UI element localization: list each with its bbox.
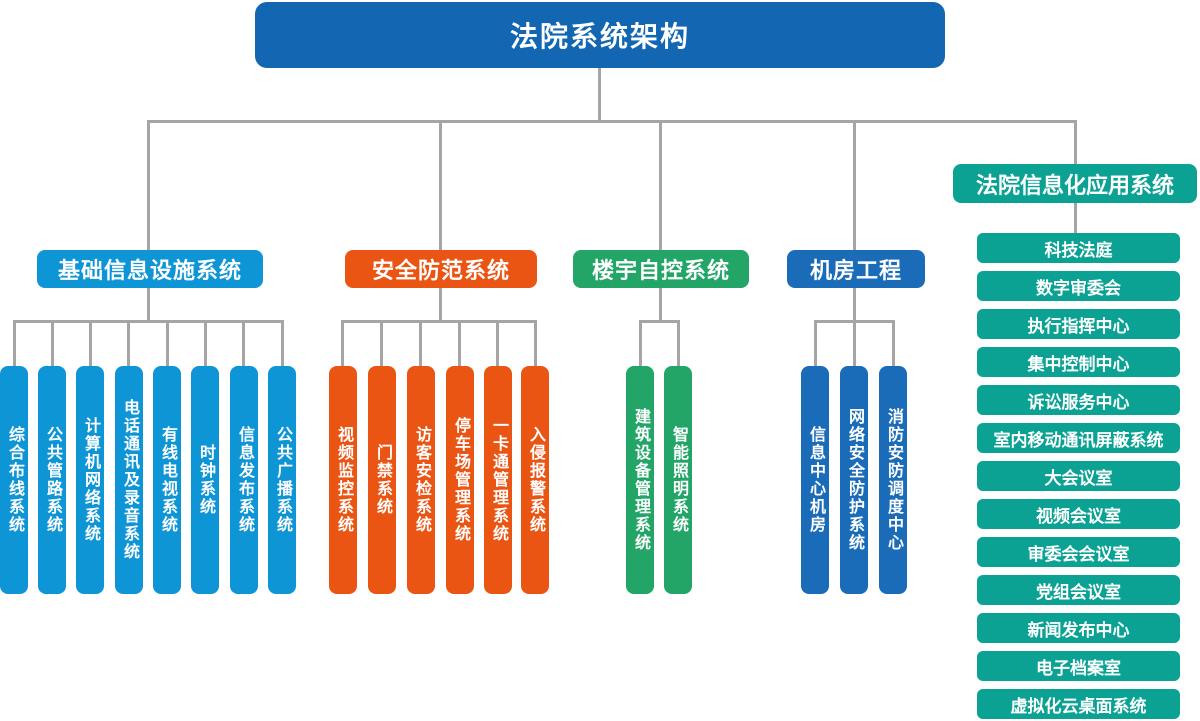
connector-line bbox=[242, 320, 245, 366]
connector-line bbox=[659, 288, 662, 323]
group-header-security: 安全防范系统 bbox=[345, 250, 537, 288]
application-item: 新闻发布中心 bbox=[977, 613, 1180, 643]
connector-line bbox=[677, 320, 680, 366]
connector-line bbox=[147, 120, 1077, 123]
connector-line bbox=[1074, 120, 1077, 164]
connector-line bbox=[659, 120, 662, 250]
connector-line bbox=[892, 320, 895, 366]
system-box: 综合布线系统 bbox=[0, 366, 28, 594]
system-box: 入侵报警系统 bbox=[521, 366, 549, 594]
system-box: 视频监控系统 bbox=[329, 366, 357, 594]
connector-line bbox=[281, 320, 284, 366]
system-box: 电话通讯及录音系统 bbox=[115, 366, 143, 594]
application-item: 集中控制中心 bbox=[977, 347, 1180, 377]
system-box: 时钟系统 bbox=[191, 366, 219, 594]
system-box: 智能照明系统 bbox=[664, 366, 692, 594]
connector-line bbox=[13, 320, 16, 366]
connector-line bbox=[89, 320, 92, 366]
connector-line bbox=[341, 320, 344, 366]
connector-line bbox=[439, 120, 442, 250]
application-item: 审委会会议室 bbox=[977, 537, 1180, 567]
connector-line bbox=[380, 320, 383, 366]
system-box: 信息发布系统 bbox=[230, 366, 258, 594]
system-box: 计算机网络系统 bbox=[76, 366, 104, 594]
application-item: 科技法庭 bbox=[977, 233, 1180, 263]
root-title: 法院系统架构 bbox=[255, 2, 945, 68]
application-item: 大会议室 bbox=[977, 461, 1180, 491]
system-box: 信息中心机房 bbox=[801, 366, 829, 594]
system-box: 有线电视系统 bbox=[153, 366, 181, 594]
system-box: 访客安检系统 bbox=[407, 366, 435, 594]
system-box: 建筑设备管理系统 bbox=[626, 366, 654, 594]
connector-line bbox=[853, 120, 856, 250]
application-item: 视频会议室 bbox=[977, 499, 1180, 529]
group-header-machine-room: 机房工程 bbox=[787, 250, 925, 288]
application-item: 党组会议室 bbox=[977, 575, 1180, 605]
system-box: 公共广播系统 bbox=[268, 366, 296, 594]
connector-line bbox=[639, 320, 642, 366]
group-header-infrastructure: 基础信息设施系统 bbox=[37, 250, 263, 288]
connector-line bbox=[147, 288, 150, 323]
system-box: 一卡通管理系统 bbox=[484, 366, 512, 594]
system-box: 门禁系统 bbox=[368, 366, 396, 594]
connector-line bbox=[51, 320, 54, 366]
connector-line bbox=[419, 320, 422, 366]
connector-line bbox=[496, 320, 499, 366]
connector-line bbox=[166, 320, 169, 366]
system-box: 停车场管理系统 bbox=[446, 366, 474, 594]
system-box: 网络安全防护系统 bbox=[840, 366, 868, 594]
system-box: 消防安防调度中心 bbox=[879, 366, 907, 594]
connector-line bbox=[639, 320, 680, 323]
connector-line bbox=[534, 320, 537, 366]
connector-line bbox=[1074, 203, 1077, 233]
connector-line bbox=[598, 68, 601, 120]
application-item: 电子档案室 bbox=[977, 651, 1180, 681]
group-header-court-informatization: 法院信息化应用系统 bbox=[953, 164, 1197, 203]
system-box: 公共管路系统 bbox=[38, 366, 66, 594]
group-header-building-automation: 楼宇自控系统 bbox=[573, 250, 749, 288]
connector-line bbox=[853, 288, 856, 323]
connector-line bbox=[458, 320, 461, 366]
application-item: 执行指挥中心 bbox=[977, 309, 1180, 339]
connector-line bbox=[341, 320, 537, 323]
connector-line bbox=[147, 120, 150, 250]
connector-line bbox=[853, 320, 856, 366]
application-item: 虚拟化云桌面系统 bbox=[977, 689, 1180, 719]
connector-line bbox=[204, 320, 207, 366]
connector-line bbox=[814, 320, 817, 366]
connector-line bbox=[127, 320, 130, 366]
connector-line bbox=[439, 288, 442, 323]
application-item: 数字审委会 bbox=[977, 271, 1180, 301]
application-item: 室内移动通讯屏蔽系统 bbox=[977, 423, 1180, 453]
application-item: 诉讼服务中心 bbox=[977, 385, 1180, 415]
connector-line bbox=[13, 320, 283, 323]
